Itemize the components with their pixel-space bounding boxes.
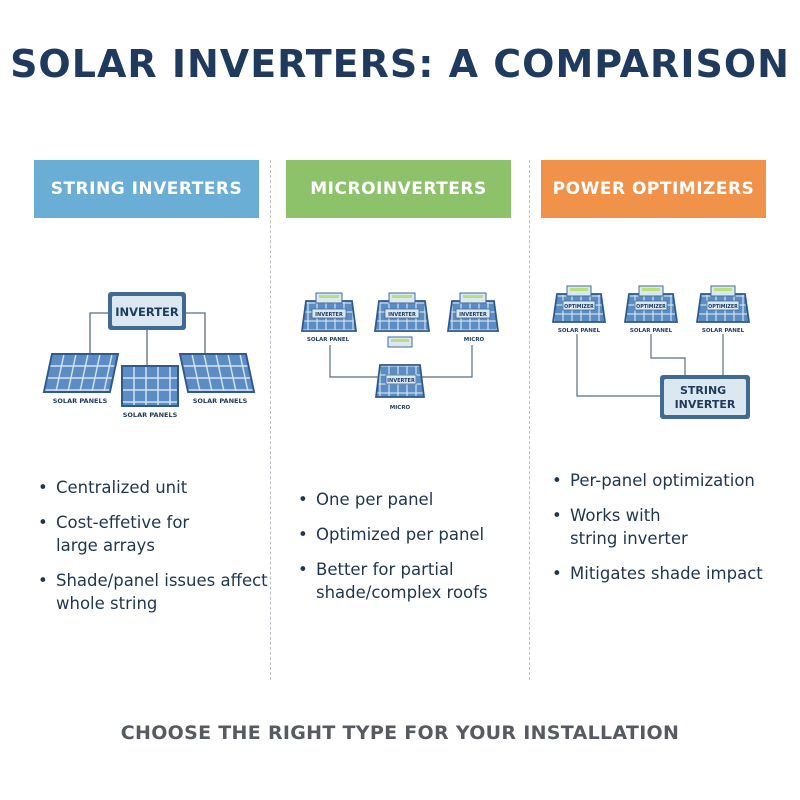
- header-power-optimizers: POWER OPTIMIZERS: [541, 160, 766, 218]
- optimizer-device-label: OPTIMIZER: [564, 304, 594, 310]
- wire-left: [89, 312, 108, 356]
- string-inverter-label: STRING INVERTER: [675, 384, 736, 411]
- solar-panel-right: [178, 353, 256, 393]
- panel-label-center: SOLAR PANEL: [630, 328, 673, 334]
- column-microinverters: MICROINVERTERS: [286, 160, 511, 218]
- diagram-microinverters: INVERTER SOLAR PANEL INVERTER INVERTER M…: [300, 292, 500, 411]
- optimizer-panel-3: OPTIMIZER: [695, 285, 751, 323]
- panel-label-left: SOLAR PANELS: [53, 397, 108, 405]
- page-title: SOLAR INVERTERS: A COMPARISON: [10, 42, 790, 86]
- bullet-item: Cost-effetive for large arrays: [36, 511, 268, 557]
- string-inverter-line-1: STRING: [680, 384, 726, 397]
- wire-right: [186, 312, 206, 356]
- optimizer-panel-2: OPTIMIZER: [623, 285, 679, 323]
- wire-left: [576, 334, 660, 397]
- solar-panel-left: [42, 353, 120, 393]
- panel-label-bottom: MICRO: [390, 405, 411, 411]
- inverter-unit: INVERTER: [108, 292, 186, 330]
- bullet-item: Mitigates shade impact: [550, 562, 782, 585]
- micro-panel-2: INVERTER: [373, 292, 431, 332]
- bullets-power-optimizers: Per-panel optimization Works with string…: [550, 469, 782, 597]
- string-inverter-line-2: INVERTER: [675, 398, 736, 411]
- micro-device-label: INVERTER: [459, 312, 487, 318]
- wire-left: [329, 345, 378, 378]
- panel-label-right: SOLAR PANEL: [702, 328, 745, 334]
- column-string-inverters: STRING INVERTERS: [34, 160, 259, 218]
- panel-label-left: SOLAR PANEL: [307, 337, 350, 343]
- wire-right: [422, 345, 473, 378]
- panel-label-left: SOLAR PANEL: [558, 328, 601, 334]
- wire-center: [650, 334, 686, 375]
- header-string-inverters: STRING INVERTERS: [34, 160, 259, 218]
- panel-label-center: SOLAR PANELS: [123, 411, 178, 419]
- column-power-optimizers: POWER OPTIMIZERS: [541, 160, 766, 218]
- solar-panel-center: [121, 365, 179, 407]
- micro-panel-3: INVERTER: [446, 292, 500, 332]
- micro-panel-1: INVERTER: [300, 292, 358, 332]
- optimizer-device-label: OPTIMIZER: [636, 304, 666, 310]
- bullet-item: Per-panel optimization: [550, 469, 782, 492]
- bullets-string-inverters: Centralized unit Cost-effetive for large…: [36, 476, 268, 627]
- bullets-microinverters: One per panel Optimized per panel Better…: [296, 488, 524, 616]
- column-divider-left: [270, 160, 271, 680]
- bullet-item: Works with string inverter: [550, 504, 782, 550]
- micro-device-label: INVERTER: [315, 312, 343, 318]
- bullet-item: Better for partial shade/complex roofs: [296, 558, 524, 604]
- string-inverter-unit: STRING INVERTER: [660, 375, 750, 419]
- diagram-string-inverters: INVERTER SOLAR PANELS SOLAR PANELS SOLAR…: [42, 292, 256, 419]
- micro-device-label: INVERTER: [387, 378, 415, 384]
- bullet-item: Centralized unit: [36, 476, 268, 499]
- micro-panel-bottom: INVERTER: [374, 336, 426, 398]
- footer-tagline: CHOOSE THE RIGHT TYPE FOR YOUR INSTALLAT…: [120, 722, 680, 744]
- bullet-item: One per panel: [296, 488, 524, 511]
- micro-device-label: INVERTER: [388, 312, 416, 318]
- diagram-power-optimizers: OPTIMIZER SOLAR PANEL OPTIMIZER SOLAR PA…: [551, 285, 751, 419]
- column-divider-right: [529, 160, 530, 680]
- optimizer-panel-1: OPTIMIZER: [551, 285, 607, 323]
- inverter-label: INVERTER: [115, 305, 179, 319]
- optimizer-device-label: OPTIMIZER: [708, 304, 738, 310]
- panel-label-right: SOLAR PANELS: [193, 397, 248, 405]
- bullet-item: Optimized per panel: [296, 523, 524, 546]
- panel-label-right: MICRO: [464, 337, 485, 343]
- bullet-item: Shade/panel issues affect whole string: [36, 569, 268, 615]
- header-microinverters: MICROINVERTERS: [286, 160, 511, 218]
